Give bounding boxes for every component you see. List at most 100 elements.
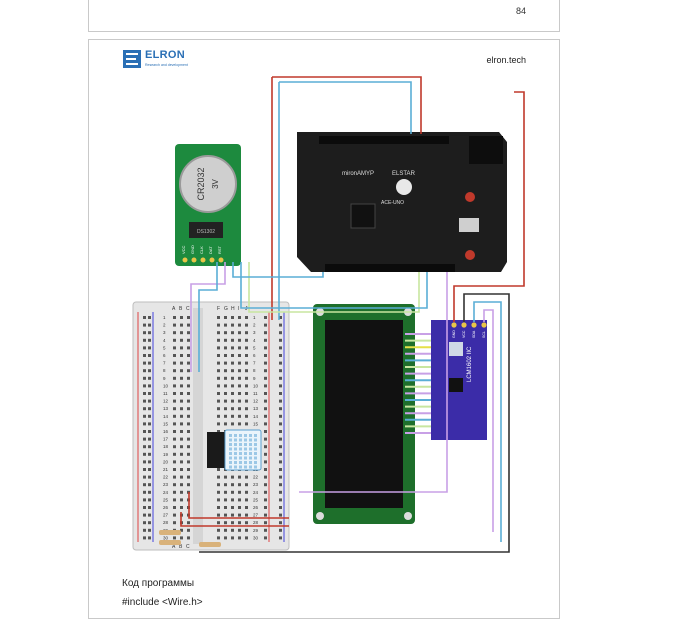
bb-hole <box>238 498 241 502</box>
bb-hole <box>224 399 227 403</box>
bb-hole <box>245 498 248 502</box>
bb-hole <box>245 361 248 365</box>
bb-row-number: 19 <box>163 452 169 457</box>
bb-hole <box>217 528 220 532</box>
bb-hole <box>238 346 241 350</box>
bb-row-number-right: 5 <box>253 345 256 350</box>
page-number: 84 <box>515 6 526 16</box>
dht-vent <box>234 456 237 460</box>
bb-hole <box>264 536 267 540</box>
dht-vent <box>244 438 247 442</box>
i2c-pin-label: SDA <box>472 330 476 338</box>
bb-hole <box>245 346 248 350</box>
dht-vent <box>234 438 237 442</box>
bb-hole <box>143 323 146 327</box>
bb-hole <box>224 354 227 357</box>
bb-hole <box>217 490 220 494</box>
bb-col-a-bottom: A <box>172 544 176 550</box>
bb-hole <box>224 536 227 540</box>
bb-hole <box>173 376 176 380</box>
bb-hole <box>148 331 151 335</box>
bb-hole <box>245 384 248 388</box>
arduino-board: mironAMYP ELSTAR ACE-UNO <box>297 132 507 272</box>
bb-row-number-right: 15 <box>253 421 259 426</box>
elron-logo: ELRON Research and development <box>123 48 213 72</box>
bb-hole <box>173 369 176 373</box>
rtc-battery-label: CR2032 <box>196 167 206 200</box>
resistors <box>159 530 221 547</box>
bb-hole <box>148 392 151 395</box>
i2c-pin-label: SCL <box>482 331 486 338</box>
bb-hole <box>231 521 234 525</box>
bb-hole <box>180 331 183 335</box>
bb-hole <box>238 316 241 319</box>
bb-hole <box>264 506 267 509</box>
rtc-pin <box>218 257 224 263</box>
bb-hole <box>148 483 151 487</box>
wires <box>180 76 525 553</box>
bb-hole <box>224 369 227 373</box>
bb-row-number: 2 <box>163 323 166 328</box>
bb-hole <box>245 536 248 540</box>
bb-hole <box>231 498 234 502</box>
dht-vent <box>254 434 257 437</box>
bb-hole <box>173 460 176 464</box>
bb-hole <box>238 513 241 517</box>
bb-hole <box>148 346 151 350</box>
bb-hole <box>180 528 183 532</box>
bb-hole <box>187 331 190 335</box>
i2c-pin-label: GND <box>452 330 456 338</box>
bb-col-b: B <box>179 306 183 312</box>
bb-row-number: 5 <box>163 345 166 350</box>
bb-hole <box>143 376 146 380</box>
rtc-chip-label: DS1302 <box>197 229 215 235</box>
dht-vent <box>254 438 257 442</box>
bb-hole <box>224 490 227 494</box>
bb-row-number-right: 3 <box>253 330 256 335</box>
bb-hole <box>231 490 234 494</box>
bb-hole <box>279 369 282 373</box>
bb-hole <box>187 521 190 525</box>
dht-vent <box>249 461 252 464</box>
bb-hole <box>217 536 220 540</box>
dht-vent <box>239 443 242 446</box>
bb-hole <box>245 521 248 525</box>
bb-hole <box>173 422 176 426</box>
bb-hole <box>187 399 190 403</box>
bb-hole <box>224 475 227 479</box>
bb-hole <box>180 468 183 471</box>
bb-hole <box>224 331 227 335</box>
bb-hole <box>187 361 190 365</box>
dht-vent <box>249 447 252 451</box>
bb-row-number: 11 <box>163 391 168 396</box>
bb-row-number: 23 <box>163 482 169 487</box>
bb-hole <box>180 369 183 373</box>
bb-row-number-right: 22 <box>253 475 259 480</box>
dht-vent <box>234 447 237 451</box>
bb-hole <box>279 392 282 395</box>
bb-row-number: 16 <box>163 429 169 434</box>
bb-hole <box>187 346 190 350</box>
bb-hole <box>180 414 183 418</box>
bb-hole <box>143 346 146 350</box>
bb-row-number: 6 <box>163 353 166 358</box>
bb-hole <box>217 316 220 319</box>
bb-hole <box>180 475 183 479</box>
bb-hole <box>143 452 146 456</box>
bb-hole <box>187 369 190 373</box>
bb-hole <box>217 369 220 373</box>
bb-hole <box>217 430 220 433</box>
bb-hole <box>148 316 151 319</box>
bb-hole <box>180 498 183 502</box>
bb-hole <box>231 323 234 327</box>
bb-hole <box>264 316 267 319</box>
bb-hole <box>245 407 248 411</box>
bb-hole <box>187 536 190 540</box>
bb-hole <box>231 422 234 426</box>
bb-hole <box>279 331 282 335</box>
bb-hole <box>279 361 282 365</box>
bb-hole <box>180 452 183 456</box>
bb-hole <box>279 528 282 532</box>
bb-hole <box>187 422 190 426</box>
